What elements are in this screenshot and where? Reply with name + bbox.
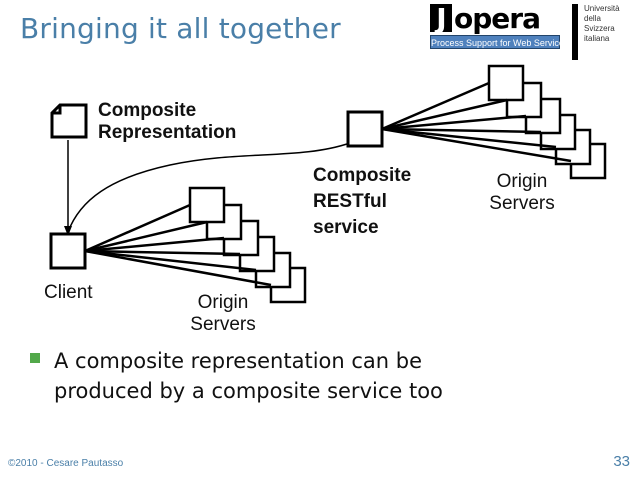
jopera-tagline: Process Support for Web Services [430, 35, 568, 49]
usi-logo-text: Università della Svizzera italiana [584, 4, 620, 43]
origin-servers-bottom-label: Origin Servers [190, 292, 256, 335]
slide-footer: ©2010 - Cesare Pautasso [8, 458, 124, 469]
composite-fan-lines [381, 81, 572, 163]
composite-service-box [346, 110, 384, 148]
document-icon [50, 103, 88, 139]
client-fan-lines [84, 203, 272, 287]
bullet-marker [30, 353, 40, 363]
client-label: Client [44, 282, 93, 303]
page-number: 33 [613, 453, 630, 470]
service-to-client-link [67, 142, 351, 233]
bullet-item: A composite representation can be produc… [54, 349, 443, 403]
composite-service-label: Composite RESTful service [313, 165, 412, 238]
slide-title: Bringing it all together [20, 12, 341, 45]
composite-representation-label: Composite Representation [98, 100, 237, 143]
origin-servers-bottom-stack [188, 186, 307, 304]
usi-logo-bar [572, 4, 578, 60]
client-box [49, 232, 87, 270]
origin-servers-top-stack [487, 64, 607, 180]
origin-servers-top-label: Origin Servers [489, 171, 555, 214]
